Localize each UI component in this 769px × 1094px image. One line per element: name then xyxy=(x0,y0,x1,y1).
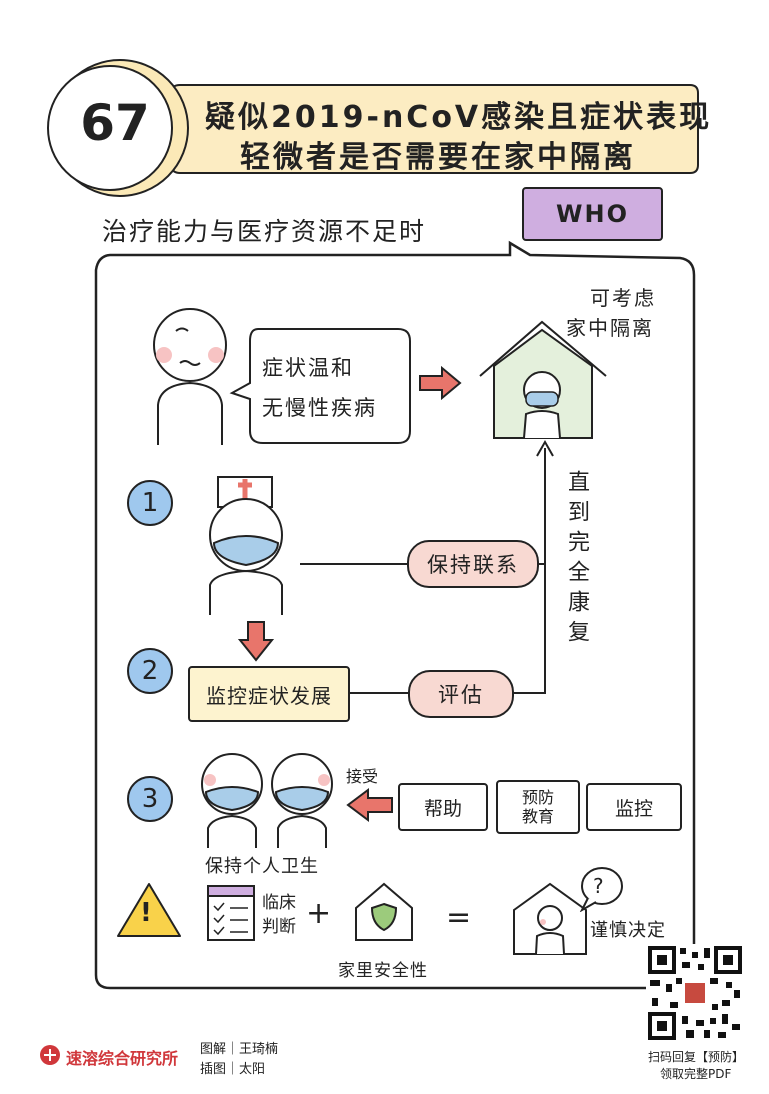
help-label: 帮助 xyxy=(423,797,462,820)
careful-decision-label: 谨慎决定 xyxy=(590,920,666,941)
step-2-number: 2 xyxy=(141,656,159,686)
monitor-symptoms-box: 监控症状发展 xyxy=(188,666,350,722)
clinical-line-2: 判断 xyxy=(262,917,296,937)
warning-mark: ! xyxy=(140,898,152,928)
consider-line-1: 可考虑 xyxy=(590,286,656,310)
clinical-checklist-icon xyxy=(207,885,255,941)
safe-home-icon xyxy=(355,882,413,941)
help-box: 帮助 xyxy=(398,783,488,831)
speech-line-2: 无慢性疾病 xyxy=(262,396,377,420)
consider-line-2: 家中隔离 xyxy=(566,316,654,340)
brand-logo-icon xyxy=(40,1045,60,1065)
step-3-number: 3 xyxy=(141,784,159,814)
doctor-icon xyxy=(209,476,283,615)
home-isolation-house-icon xyxy=(479,320,607,439)
step-1-number: 1 xyxy=(141,488,159,518)
who-badge: WHO xyxy=(522,187,663,241)
assess-label: 评估 xyxy=(438,683,484,707)
credit-diagram: 图解｜王琦楠 xyxy=(200,1042,279,1057)
speech-line-1: 症状温和 xyxy=(262,356,354,380)
question-mark: ? xyxy=(593,874,604,898)
step-3-badge: 3 xyxy=(127,776,173,822)
title-line-1: 疑似2019-nCoV感染且症状表现 xyxy=(205,100,713,135)
prevention-education-box: 预防 教育 xyxy=(496,780,580,834)
arrow-down-icon xyxy=(238,621,274,662)
prevention-education-label: 预防 教育 xyxy=(521,787,554,826)
assess-pill: 评估 xyxy=(408,670,514,718)
who-label: WHO xyxy=(556,200,629,228)
keep-contact-pill: 保持联系 xyxy=(407,540,539,588)
person-at-home-icon xyxy=(513,882,587,955)
keep-contact-label: 保持联系 xyxy=(427,553,519,577)
qr-code-icon[interactable] xyxy=(646,944,744,1042)
clinical-line-1: 临床 xyxy=(262,893,296,913)
condition-text: 治疗能力与医疗资源不足时 xyxy=(102,217,427,246)
two-masked-people-icon xyxy=(201,753,333,848)
personal-hygiene-label: 保持个人卫生 xyxy=(205,856,319,877)
qr-caption-1: 扫码回复【预防】 xyxy=(648,1050,745,1064)
arrow-right-icon xyxy=(419,366,462,400)
monitor-box: 监控 xyxy=(586,783,682,831)
monitor-label: 监控 xyxy=(614,797,653,820)
worried-person-icon xyxy=(153,308,227,445)
credit-illustration: 插图｜太阳 xyxy=(200,1062,266,1077)
step-1-badge: 1 xyxy=(127,480,173,526)
topic-number: 67 xyxy=(80,94,150,152)
equals-sign: = xyxy=(446,900,472,935)
step-2-badge: 2 xyxy=(127,648,173,694)
speech-bubble xyxy=(229,328,411,444)
until-recovery-text: 直到完全康复 xyxy=(564,470,589,650)
title-line-2: 轻微者是否需要在家中隔离 xyxy=(240,140,636,175)
plus-sign: + xyxy=(306,896,332,931)
monitor-symptoms-label: 监控症状发展 xyxy=(206,683,332,708)
warning-icon xyxy=(117,883,181,937)
arrow-left-icon xyxy=(346,788,393,822)
home-safety-label: 家里安全性 xyxy=(338,961,428,981)
question-bubble-icon xyxy=(579,867,623,912)
brand-name: 速溶综合研究所 xyxy=(66,1049,179,1068)
qr-caption-2: 领取完整PDF xyxy=(660,1067,732,1081)
header-banner xyxy=(47,59,699,197)
accept-label: 接受 xyxy=(346,767,379,786)
